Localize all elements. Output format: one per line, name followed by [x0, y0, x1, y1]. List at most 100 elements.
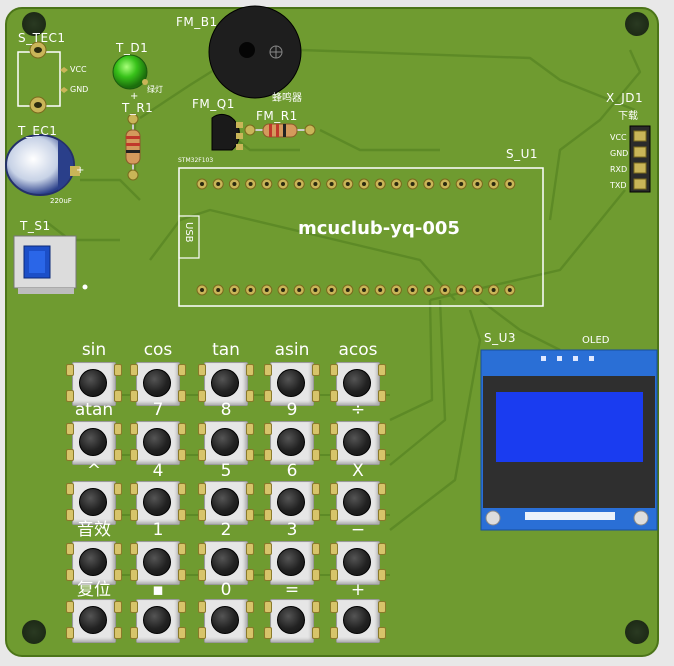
board-name: mcuclub-yq-005 — [298, 218, 460, 239]
key-pad — [264, 569, 272, 581]
keypad-button[interactable] — [130, 597, 186, 643]
key-pad — [178, 543, 186, 555]
key-pad — [246, 509, 254, 521]
key-pad — [378, 390, 386, 402]
key-pad — [246, 627, 254, 639]
keypad-button[interactable] — [198, 479, 254, 525]
key-label: 5 — [220, 461, 232, 481]
keypad-button[interactable] — [330, 597, 386, 643]
key-pad — [378, 483, 386, 495]
key-pad — [66, 543, 74, 555]
mcu-pin-hole — [491, 182, 496, 186]
mcu-pin-hole — [378, 288, 383, 292]
mcu-pin-hole — [329, 182, 334, 186]
mcu-pin-hole — [232, 182, 237, 186]
label-s-u1: S_U1 — [506, 147, 539, 161]
key-pad — [130, 627, 138, 639]
keypad-button[interactable] — [198, 539, 254, 585]
mcu-pin-hole — [394, 288, 399, 292]
key-pad — [178, 423, 186, 435]
mcu-pin-hole — [281, 182, 285, 186]
key-pad — [264, 509, 272, 521]
key-pad — [130, 483, 138, 495]
key-pad — [246, 483, 254, 495]
keypad-button[interactable] — [264, 360, 320, 406]
mcu-pin-hole — [216, 288, 221, 292]
key-cap — [343, 606, 371, 634]
key-cap — [277, 428, 305, 456]
key-pad — [330, 364, 338, 376]
key-pad — [378, 543, 386, 555]
key-pad — [198, 569, 206, 581]
key-cap — [143, 606, 171, 634]
keypad-button[interactable] — [130, 479, 186, 525]
keypad-button[interactable] — [66, 479, 122, 525]
key-pad — [264, 423, 272, 435]
key-pad — [312, 483, 320, 495]
keypad-button[interactable] — [198, 597, 254, 643]
key-pad — [130, 423, 138, 435]
key-cap — [79, 369, 107, 397]
key-pad — [312, 390, 320, 402]
key-pad — [114, 390, 122, 402]
mcu-pin-hole — [426, 288, 431, 292]
key-pad — [66, 483, 74, 495]
keypad-button[interactable] — [130, 360, 186, 406]
mcu-pin-hole — [443, 288, 447, 292]
buzzer — [208, 5, 302, 99]
key-pad — [330, 543, 338, 555]
key-pad — [66, 509, 74, 521]
keypad-button[interactable] — [264, 479, 320, 525]
key-cap — [277, 369, 305, 397]
key-pad — [130, 449, 138, 461]
label-t-ec1: T_EC1 — [18, 124, 58, 138]
key-pad — [330, 509, 338, 521]
key-pad — [378, 601, 386, 613]
keypad-button[interactable] — [66, 419, 122, 465]
label-jd-txd: TXD — [610, 181, 627, 190]
mcu-pin-hole — [200, 288, 204, 292]
key-label: 9 — [286, 400, 298, 420]
keypad-button[interactable] — [66, 597, 122, 643]
key-pad — [198, 364, 206, 376]
mcu-pin-hole — [394, 182, 399, 186]
key-pad — [198, 449, 206, 461]
key-pad — [114, 543, 122, 555]
key-pad — [378, 627, 386, 639]
mcu-pin-hole — [264, 288, 269, 292]
mcu-pin-hole — [507, 288, 512, 292]
mcu-pin-hole — [426, 182, 431, 186]
key-pad — [114, 509, 122, 521]
key-pad — [198, 601, 206, 613]
keypad-button[interactable] — [198, 419, 254, 465]
keypad-button[interactable] — [264, 539, 320, 585]
key-label: ▪ — [152, 580, 164, 600]
keypad-button[interactable] — [130, 539, 186, 585]
key-pad — [312, 509, 320, 521]
label-download-note: 下载 — [618, 111, 638, 122]
keypad-button[interactable] — [330, 479, 386, 525]
keypad-button[interactable] — [264, 597, 320, 643]
mcu-pin-hole — [297, 182, 302, 186]
keypad-button[interactable] — [66, 539, 122, 585]
keypad-button[interactable] — [330, 360, 386, 406]
key-label: tan — [212, 340, 240, 360]
keypad-button[interactable] — [330, 539, 386, 585]
keypad-button[interactable] — [66, 360, 122, 406]
key-label: − — [350, 520, 366, 540]
key-cap — [343, 488, 371, 516]
mcu-pin-hole — [216, 182, 221, 186]
keypad-button[interactable] — [130, 419, 186, 465]
mcu-pin-hole — [507, 182, 512, 186]
label-fm-q1: FM_Q1 — [192, 97, 235, 111]
label-t-s1: T_S1 — [20, 219, 51, 233]
key-pad — [330, 449, 338, 461]
keypad-button[interactable] — [264, 419, 320, 465]
key-label: 复位 — [77, 580, 111, 600]
key-cap — [277, 488, 305, 516]
key-pad — [178, 601, 186, 613]
keypad-button[interactable] — [198, 360, 254, 406]
keypad-button[interactable] — [330, 419, 386, 465]
label-led-note: 绿灯 — [147, 85, 163, 94]
key-label: 2 — [220, 520, 232, 540]
